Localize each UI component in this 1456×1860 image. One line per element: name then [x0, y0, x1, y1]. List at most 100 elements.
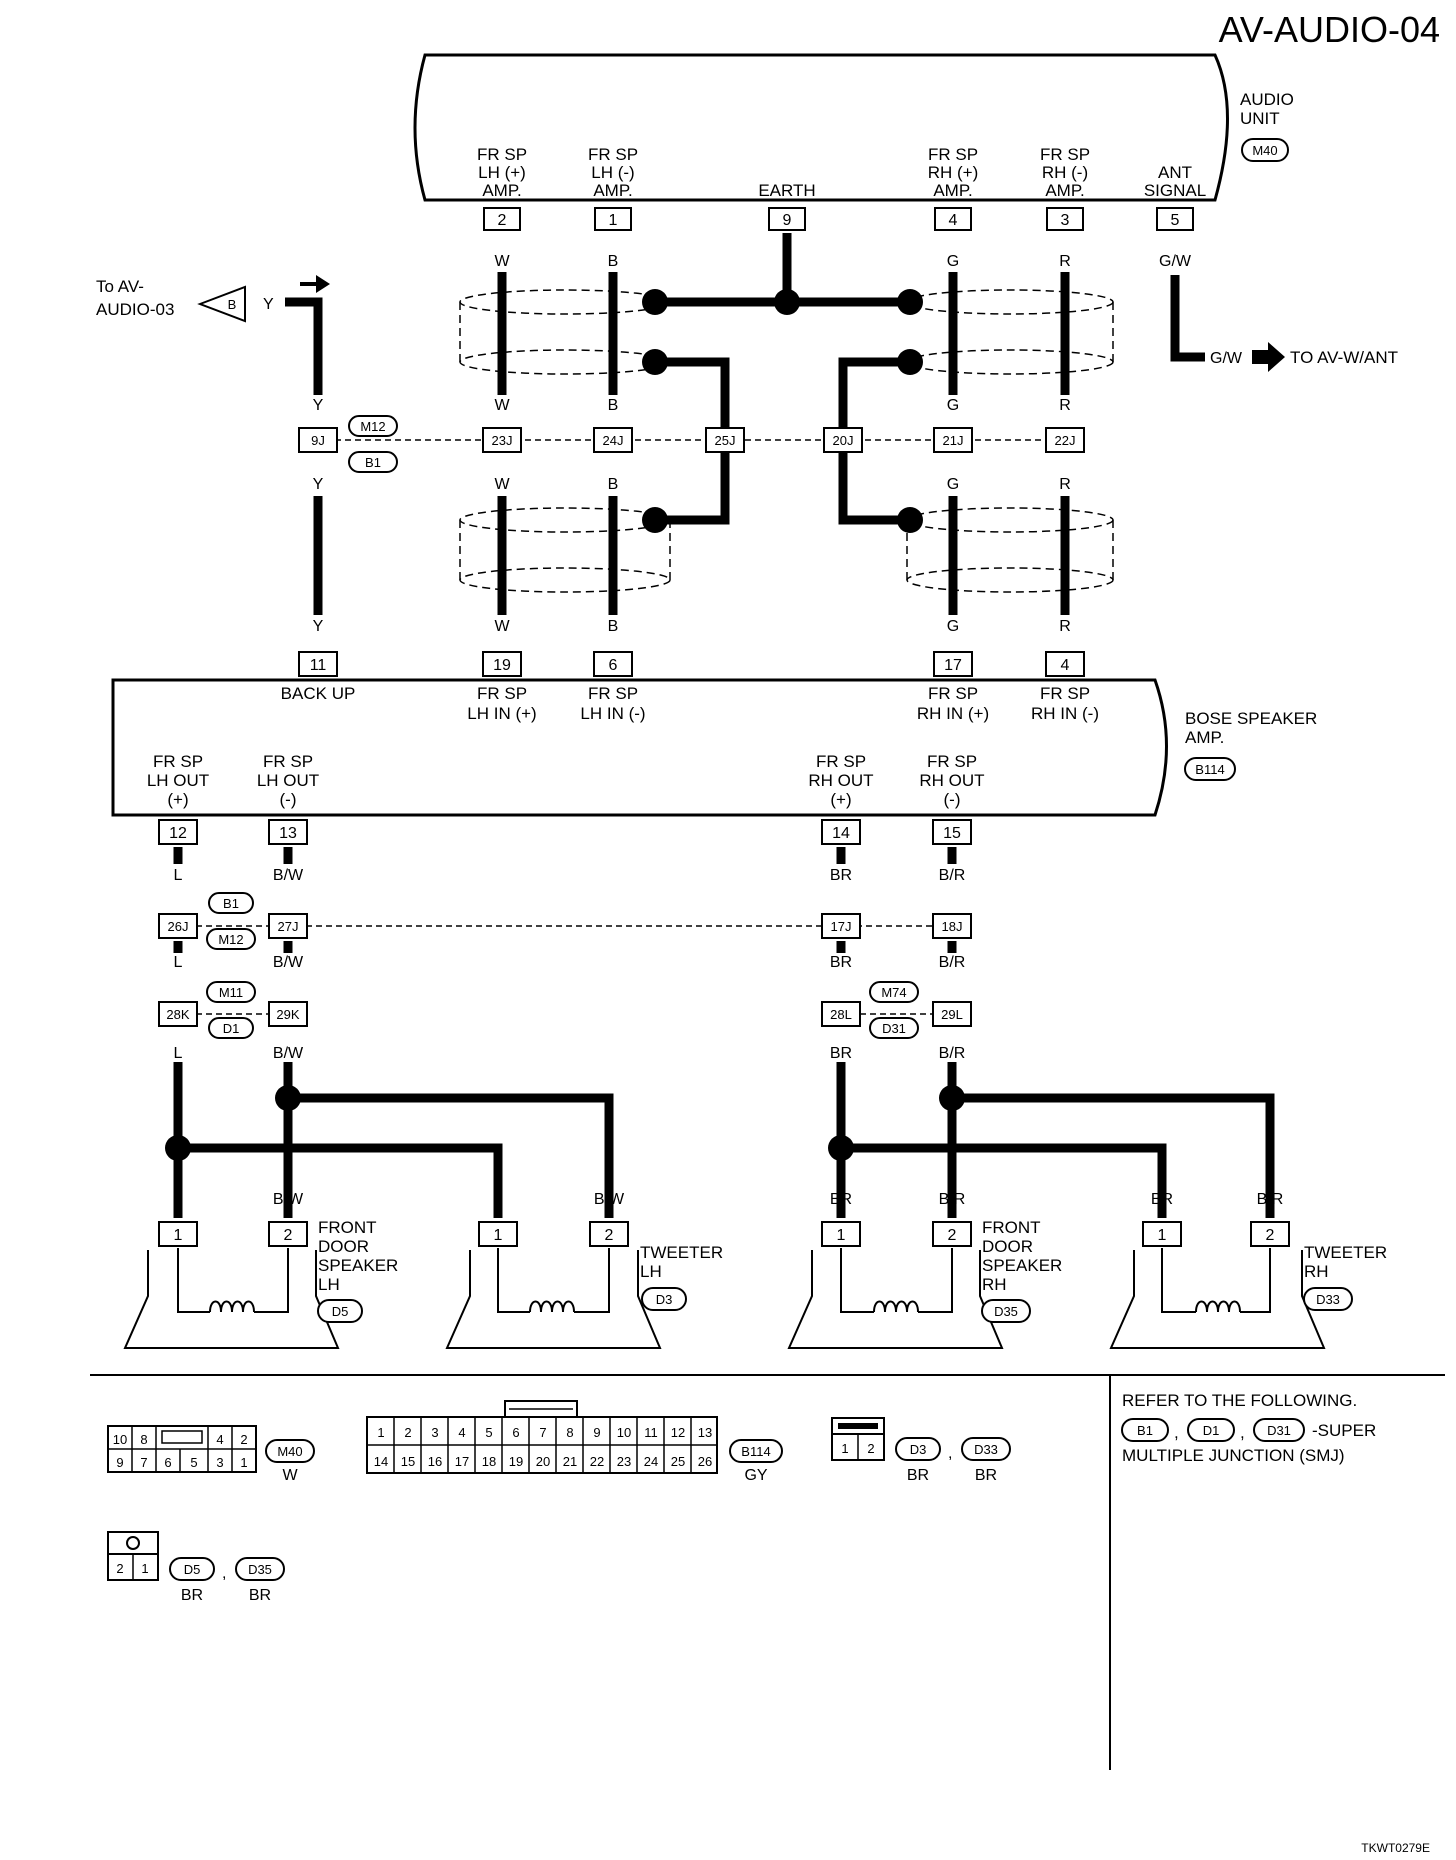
svg-text:(-): (-) [280, 790, 297, 809]
svg-text:L: L [174, 1191, 183, 1208]
svg-text:B: B [608, 253, 619, 270]
svg-text:9: 9 [116, 1455, 123, 1470]
svg-text:AMP.: AMP. [933, 181, 972, 200]
lower-mid-wires [173, 941, 957, 953]
svg-text:1: 1 [240, 1455, 247, 1470]
svg-text:7: 7 [140, 1455, 147, 1470]
shield-lower-dots [642, 507, 923, 533]
svg-text:B1: B1 [365, 455, 381, 470]
svg-text:1: 1 [609, 212, 618, 229]
svg-text:DOOR: DOOR [982, 1237, 1033, 1256]
svg-text:,: , [1240, 1423, 1245, 1442]
svg-text:4: 4 [458, 1425, 465, 1440]
svg-text:25: 25 [671, 1454, 685, 1469]
svg-text:BR: BR [830, 867, 852, 884]
svg-text:RH OUT: RH OUT [919, 771, 984, 790]
svg-text:(-): (-) [944, 790, 961, 809]
connector-view-b114: 1 2 3 4 5 6 7 8 9 10 11 12 13 14 15 16 1… [366, 1400, 783, 1484]
svg-text:B1: B1 [223, 896, 239, 911]
upper-junction-pins: 9J 23J 24J 25J 20J 21J 22J [298, 427, 1085, 453]
svg-text:W: W [494, 476, 510, 493]
svg-text:FR SP: FR SP [816, 752, 866, 771]
svg-text:LH OUT: LH OUT [257, 771, 319, 790]
svg-text:D31: D31 [1267, 1423, 1291, 1438]
lower-junction2-tags: M11 D1 M74 D31 [206, 981, 919, 1039]
svg-text:RH IN (-): RH IN (-) [1031, 704, 1099, 723]
svg-text:M12: M12 [360, 419, 385, 434]
svg-text:10: 10 [617, 1425, 631, 1440]
speaker-tweeter-rh: 1 2 [1109, 1221, 1326, 1349]
svg-text:18: 18 [482, 1454, 496, 1469]
svg-text:15: 15 [943, 825, 961, 842]
svg-text:W: W [494, 618, 510, 635]
connector-view-m40: 10 8 4 2 9 7 6 5 3 1 M40 W [107, 1425, 315, 1484]
svg-text:10: 10 [113, 1432, 127, 1447]
svg-text:28K: 28K [166, 1007, 189, 1022]
svg-text:15: 15 [401, 1454, 415, 1469]
svg-text:FR SP: FR SP [928, 145, 978, 164]
svg-text:3: 3 [216, 1455, 223, 1470]
svg-text:22J: 22J [1055, 433, 1076, 448]
svg-text:M40: M40 [277, 1444, 302, 1459]
svg-text:11: 11 [310, 657, 327, 674]
svg-text:M11: M11 [219, 985, 243, 1000]
speaker-tweeter-lh-label: TWEETER LH [640, 1243, 723, 1281]
svg-text:AMP.: AMP. [593, 181, 632, 200]
svg-text:17J: 17J [831, 919, 852, 934]
svg-text:RH (-): RH (-) [1042, 163, 1088, 182]
upper-wire-colors: W B G R G/W [494, 253, 1191, 270]
svg-text:BR: BR [830, 954, 852, 971]
svg-text:18J: 18J [942, 919, 963, 934]
svg-text:FRONT: FRONT [318, 1218, 377, 1237]
svg-text:29L: 29L [941, 1007, 963, 1022]
svg-text:FRONT: FRONT [982, 1218, 1041, 1237]
svg-text:B114: B114 [1195, 762, 1224, 777]
svg-text:29K: 29K [276, 1007, 299, 1022]
svg-text:LH IN (-): LH IN (-) [580, 704, 645, 723]
svg-text:LH IN (+): LH IN (+) [467, 704, 536, 723]
speaker-front-door-rh-tag: D35 [981, 1299, 1031, 1323]
svg-text:4: 4 [949, 212, 958, 229]
bose-output-labels: FR SP LH OUT (+) FR SP LH OUT (-) FR SP … [147, 752, 985, 809]
svg-text:TWEETER: TWEETER [640, 1243, 723, 1262]
svg-text:BR: BR [249, 1587, 271, 1604]
bose-input-pins: 11 19 6 17 4 [298, 651, 1085, 677]
svg-text:20J: 20J [833, 433, 854, 448]
svg-text:26J: 26J [168, 919, 189, 934]
svg-text:G: G [947, 618, 959, 635]
svg-text:B/W: B/W [273, 1191, 304, 1208]
svg-text:M40: M40 [1252, 143, 1277, 158]
svg-text:L: L [174, 867, 183, 884]
svg-text:DOOR: DOOR [318, 1237, 369, 1256]
audio-unit-box [413, 53, 1229, 202]
output-wire-colors: L B/W BR B/R L B/W BR B/R L B/W BR B/R [174, 867, 966, 1062]
svg-text:LH (-): LH (-) [591, 163, 634, 182]
svg-text:1: 1 [377, 1425, 384, 1440]
speaker-feed-wires [173, 1062, 1275, 1218]
mid-wire-colors-top: Y W B G R Y W B G R Y W B G R [313, 397, 1071, 635]
svg-text:R: R [1059, 476, 1071, 493]
coil-icon [873, 1300, 919, 1313]
svg-text:28L: 28L [830, 1007, 852, 1022]
output-short-wires [173, 847, 957, 864]
svg-text:D35: D35 [248, 1562, 272, 1577]
svg-text:17: 17 [455, 1454, 469, 1469]
svg-text:BR: BR [830, 1045, 852, 1062]
svg-text:W: W [494, 397, 510, 414]
svg-text:D35: D35 [994, 1304, 1018, 1319]
audio-unit-pins: 2 1 9 4 3 5 [483, 207, 1194, 231]
svg-text:1: 1 [141, 1561, 148, 1576]
svg-text:SPEAKER: SPEAKER [318, 1256, 398, 1275]
svg-text:BR: BR [907, 1467, 929, 1484]
lower-junction1-tags: B1 M12 [206, 892, 256, 950]
svg-text:2: 2 [948, 1227, 957, 1244]
svg-text:B: B [608, 618, 619, 635]
svg-text:G: G [947, 476, 959, 493]
svg-text:R: R [1059, 253, 1071, 270]
svg-text:EARTH: EARTH [758, 181, 815, 200]
svg-text:(+): (+) [167, 790, 188, 809]
bose-amp-name-1: BOSE SPEAKER [1185, 709, 1317, 728]
svg-text:RH: RH [1304, 1262, 1329, 1281]
coil-icon [209, 1300, 255, 1313]
svg-text:FR SP: FR SP [1040, 145, 1090, 164]
